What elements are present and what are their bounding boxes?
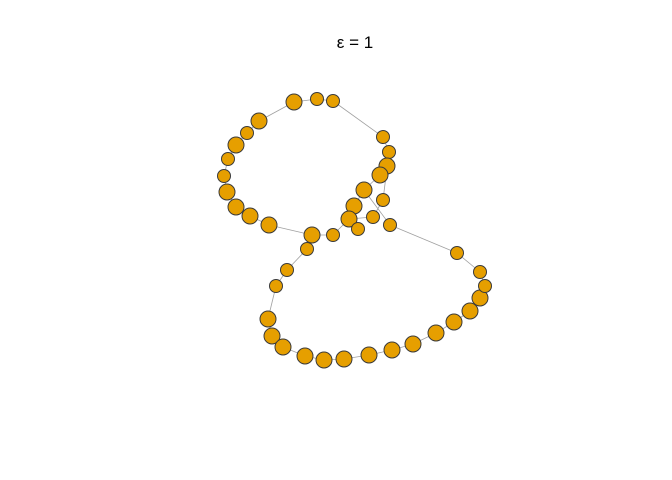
graph-node [227, 136, 245, 154]
graph-node [355, 181, 373, 199]
graph-node [335, 350, 353, 368]
graph-node [310, 92, 324, 106]
graph-node [382, 145, 396, 159]
graph-node [296, 347, 314, 365]
graph-node [340, 210, 358, 228]
graph-node [227, 198, 245, 216]
graph-node [263, 327, 281, 345]
graph-node [218, 183, 236, 201]
graph-node [274, 338, 292, 356]
graph-node [260, 216, 278, 234]
graph-node [303, 226, 321, 244]
graph-node [315, 351, 333, 369]
graph-node [383, 218, 397, 232]
graph-node [371, 166, 389, 184]
graph-node [250, 112, 268, 130]
graph-edge [332, 100, 384, 138]
graph-node [259, 310, 277, 328]
graph-node [404, 335, 422, 353]
graph-node [427, 324, 445, 342]
graph-node [326, 228, 340, 242]
graph-node [376, 130, 390, 144]
graph-edge [389, 224, 458, 254]
graph-node [366, 210, 380, 224]
graph-node [478, 279, 492, 293]
graph-node [351, 222, 365, 236]
graph-node [280, 263, 294, 277]
graph-node [461, 302, 479, 320]
graph-node [240, 126, 254, 140]
node-layer [217, 92, 492, 369]
graph-node [326, 94, 340, 108]
graph-node [360, 346, 378, 364]
graph-node [217, 169, 231, 183]
graph-node [241, 207, 259, 225]
graph-node [300, 242, 314, 256]
diagram-title: ε = 1 [337, 33, 373, 52]
graph-node [473, 265, 487, 279]
graph-node [445, 313, 463, 331]
graph-node [269, 279, 283, 293]
graph-node [450, 246, 464, 260]
graph-node [376, 193, 390, 207]
graph-node [221, 152, 235, 166]
graph-node [383, 341, 401, 359]
graph-node [285, 93, 303, 111]
